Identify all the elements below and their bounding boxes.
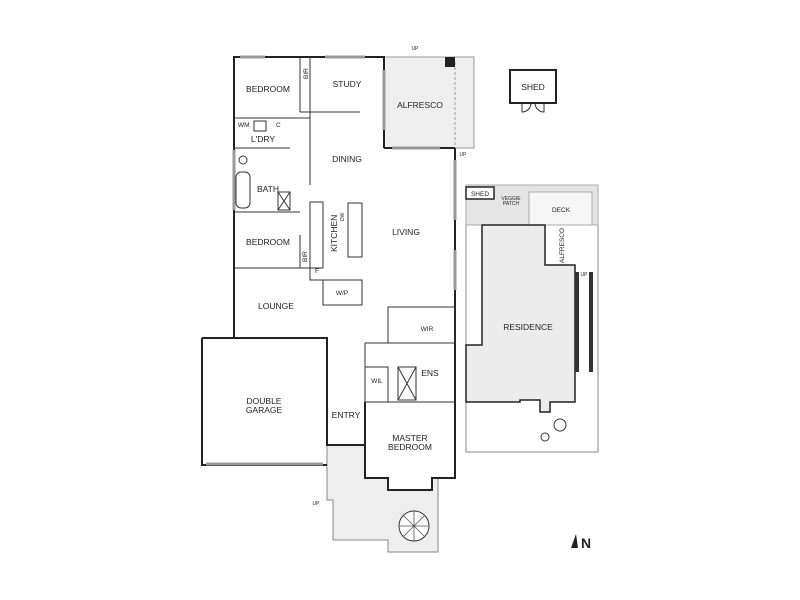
room-alfresco: ALFRESCO xyxy=(397,100,443,110)
room-dining: DINING xyxy=(332,154,362,164)
north-arrow: N xyxy=(571,534,591,551)
room-bedroom-2: BEDROOM xyxy=(246,237,290,247)
room-bir-2: BIR xyxy=(302,251,309,262)
shed-label: SHED xyxy=(521,82,545,92)
site-plan: SHED VEGGIE PATCH DECK ALFRESCO RESIDENC… xyxy=(465,184,599,453)
label-wm: WM xyxy=(238,122,250,129)
north-label: N xyxy=(581,535,591,551)
room-master-line2: BEDROOM xyxy=(388,442,432,452)
site-veggie-line1: VEGGIE xyxy=(501,196,521,202)
room-study: STUDY xyxy=(333,79,362,89)
room-garage-line1: DOUBLE xyxy=(247,396,282,406)
site-deck: DECK xyxy=(552,207,571,214)
shed: SHED xyxy=(509,69,557,113)
tree-icon xyxy=(398,510,430,542)
room-wir: WIR xyxy=(421,326,434,333)
room-lounge: LOUNGE xyxy=(258,301,294,311)
label-c: C xyxy=(276,122,281,129)
site-veggie-line2: PATCH xyxy=(503,201,520,207)
alfresco-post xyxy=(445,57,455,67)
house-walls xyxy=(201,55,457,491)
room-laundry: L'DRY xyxy=(251,134,275,144)
room-bath: BATH xyxy=(257,184,279,194)
site-shed: SHED xyxy=(471,191,489,198)
site-alfresco: ALFRESCO xyxy=(559,228,566,263)
room-kitchen: KITCHEN xyxy=(329,215,339,252)
room-entry: ENTRY xyxy=(332,410,361,420)
up-label: UP xyxy=(313,501,321,507)
room-walk-in-pantry: W/P xyxy=(336,290,348,297)
room-bir-1: BIR xyxy=(303,68,310,79)
room-bedroom-1: BEDROOM xyxy=(246,84,290,94)
alfresco-area xyxy=(383,56,475,149)
up-label: UP xyxy=(412,46,420,52)
site-up: UP xyxy=(581,272,589,278)
label-fridge: F xyxy=(315,268,319,275)
site-residence: RESIDENCE xyxy=(503,322,553,332)
up-label: UP xyxy=(460,152,468,158)
room-ensuite: ENS xyxy=(421,368,439,378)
room-labels: BEDROOM BIR STUDY ALFRESCO WM C L'DRY DI… xyxy=(238,46,467,507)
room-master-line1: MASTER xyxy=(392,433,427,443)
label-dw: DW xyxy=(340,212,346,221)
room-living: LIVING xyxy=(392,227,420,237)
north-arrow-icon xyxy=(571,534,578,548)
room-wil: WIL xyxy=(371,378,383,385)
room-garage-line2: GARAGE xyxy=(246,405,283,415)
